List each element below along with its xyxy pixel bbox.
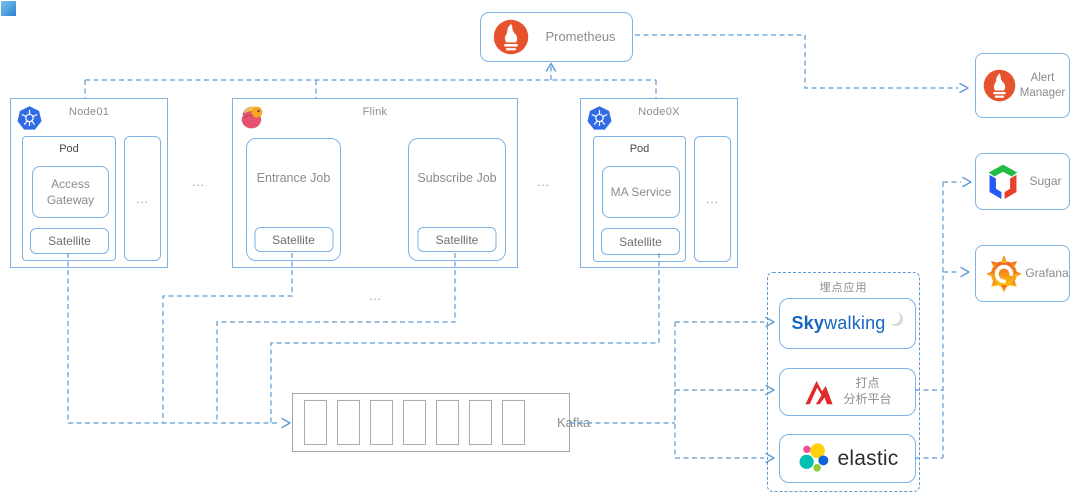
elastic-box: elastic [779,434,916,483]
prometheus-flame-icon [983,69,1016,102]
satellite-box: Satellite [417,227,497,252]
node01-box: Node01 Pod Access Gateway Satellite ... [10,98,168,268]
arrowhead-to-alert-manager [959,82,969,94]
skywalking-crescent-icon [886,310,904,327]
kafka-label: Kafka [557,415,591,430]
flink-box: Flink Entrance Job Satellite ... Subscri… [232,98,518,303]
subscribe-job-label: Subscribe Job [417,171,497,185]
more-jobs-ellipsis: ... [369,289,383,303]
analysis-platform-icon [803,377,835,407]
elastic-cluster-icon [797,442,831,476]
alert-manager-box: Alert Manager [975,53,1070,118]
pod-label: Pod [59,143,79,155]
kafka-partition [469,400,492,445]
analysis-platform-box: 打点 分析平台 [779,368,916,416]
more-pods-box: ... [124,136,161,261]
kafka-partitions [304,400,535,445]
more-nodes-ellipsis: ... [192,175,206,189]
more-nodes-ellipsis: ... [537,175,551,189]
satellite-box: Satellite [254,227,333,252]
satellite-box: Satellite [601,228,680,255]
alert-manager-label: Alert Manager [1019,72,1066,99]
more-pods-box: ... [694,136,731,262]
pod-label: Pod [629,143,650,155]
kubernetes-icon [586,105,613,132]
grafana-spiral-icon [983,252,1025,296]
sugar-box: Sugar [975,153,1070,210]
analysis-platform-label: 打点 分析平台 [843,376,892,406]
kubernetes-icon [16,105,43,132]
kafka-partition [370,400,393,445]
node0x-pod-box: Pod MA Service Satellite [593,136,686,262]
skywalking-brand-primary: Sky [791,313,825,333]
access-gateway-box: Access Gateway [32,166,109,218]
sugar-label: Sugar [1029,174,1062,188]
node0x-label: Node0X [638,106,680,118]
prometheus-label: Prometheus [545,28,616,44]
entrance-job-box: Entrance Job Satellite [246,138,341,261]
kafka-partition [502,400,525,445]
node01-label: Node01 [68,106,110,118]
node01-pod-box: Pod Access Gateway Satellite [22,136,116,261]
flink-squirrel-icon [238,103,266,130]
sugar-cube-icon [984,162,1022,202]
tracking-group-label: 埋点应用 [819,282,868,294]
grafana-label: Grafana [1025,266,1069,280]
arrowhead-to-grafana [960,266,970,278]
kafka-box: Kafka [292,393,590,452]
flink-label: Flink [362,106,388,118]
prometheus-flame-icon [493,19,529,55]
arrowhead-to-sugar [962,176,972,188]
grafana-box: Grafana [975,245,1070,302]
kafka-partition [436,400,459,445]
entrance-job-label: Entrance Job [256,171,331,185]
node0x-box: Node0X Pod MA Service Satellite ... [580,98,738,268]
arrowhead-to-prometheus [545,62,557,72]
kafka-partition [304,400,327,445]
prometheus-box: Prometheus [480,12,633,62]
arrowhead-to-kafka [281,417,291,429]
kafka-partition [337,400,360,445]
corner-color-chip [1,1,16,16]
elastic-label: elastic [837,446,899,470]
satellite-box: Satellite [30,228,109,254]
kafka-partition [403,400,426,445]
ma-service-box: MA Service [602,166,680,218]
skywalking-brand-secondary: walking [824,313,886,333]
subscribe-job-box: Subscribe Job Satellite [408,138,506,261]
